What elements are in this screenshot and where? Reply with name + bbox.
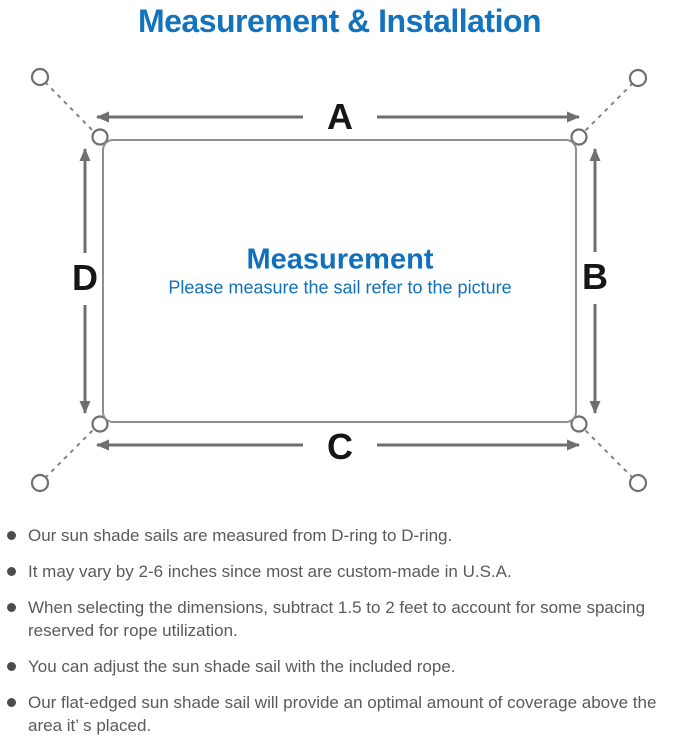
d-ring-icon-bottom-right — [570, 415, 588, 433]
anchor-point-icon-top-left — [30, 67, 50, 87]
bullet-icon — [7, 698, 16, 707]
note-text: Our sun shade sails are measured from D-… — [28, 526, 453, 545]
note-item: It may vary by 2-6 inches since most are… — [7, 560, 669, 583]
note-item: Our sun shade sails are measured from D-… — [7, 524, 669, 547]
note-text: When selecting the dimensions, subtract … — [28, 598, 646, 640]
note-item: You can adjust the sun shade sail with t… — [7, 655, 669, 678]
anchor-points — [30, 67, 648, 493]
sail-diagram-canvas — [30, 67, 648, 493]
dimension-label-d: D — [68, 260, 102, 296]
bullet-icon — [7, 567, 16, 576]
note-text: Our flat-edged sun shade sail will provi… — [28, 693, 657, 735]
d-rings — [91, 128, 588, 433]
note-text: It may vary by 2-6 inches since most are… — [28, 562, 512, 581]
dimension-label-b: B — [578, 259, 612, 295]
diagram-center-title: Measurement — [246, 243, 434, 276]
d-ring-icon-top-left — [91, 128, 109, 146]
d-ring-icon-bottom-left — [91, 415, 109, 433]
note-item: When selecting the dimensions, subtract … — [7, 596, 669, 642]
dimension-arrows — [79, 111, 601, 451]
bullet-icon — [7, 603, 16, 612]
rope-line-top-right — [580, 82, 634, 136]
diagram-center-subtitle: Please measure the sail refer to the pic… — [168, 277, 512, 298]
page-title: Measurement & Installation — [137, 3, 542, 39]
rope-line-bottom-left — [44, 425, 98, 479]
anchor-point-icon-bottom-left — [30, 473, 50, 493]
dimension-label-a: A — [323, 99, 357, 135]
measurement-diagram: A B C D Measurement Please measure the s… — [0, 55, 679, 505]
note-text: You can adjust the sun shade sail with t… — [28, 657, 456, 676]
notes-list: Our sun shade sails are measured from D-… — [7, 524, 669, 739]
rope-line-top-left — [44, 81, 98, 136]
rope-line-bottom-right — [580, 425, 634, 479]
bullet-icon — [7, 662, 16, 671]
bullet-icon — [7, 531, 16, 540]
anchor-point-icon-top-right — [628, 68, 648, 88]
rope-dashed-lines — [44, 81, 634, 479]
sail-outline — [102, 139, 577, 423]
d-ring-icon-top-right — [570, 128, 588, 146]
dimension-label-c: C — [323, 429, 357, 465]
note-item: Our flat-edged sun shade sail will provi… — [7, 691, 669, 737]
anchor-point-icon-bottom-right — [628, 473, 648, 493]
